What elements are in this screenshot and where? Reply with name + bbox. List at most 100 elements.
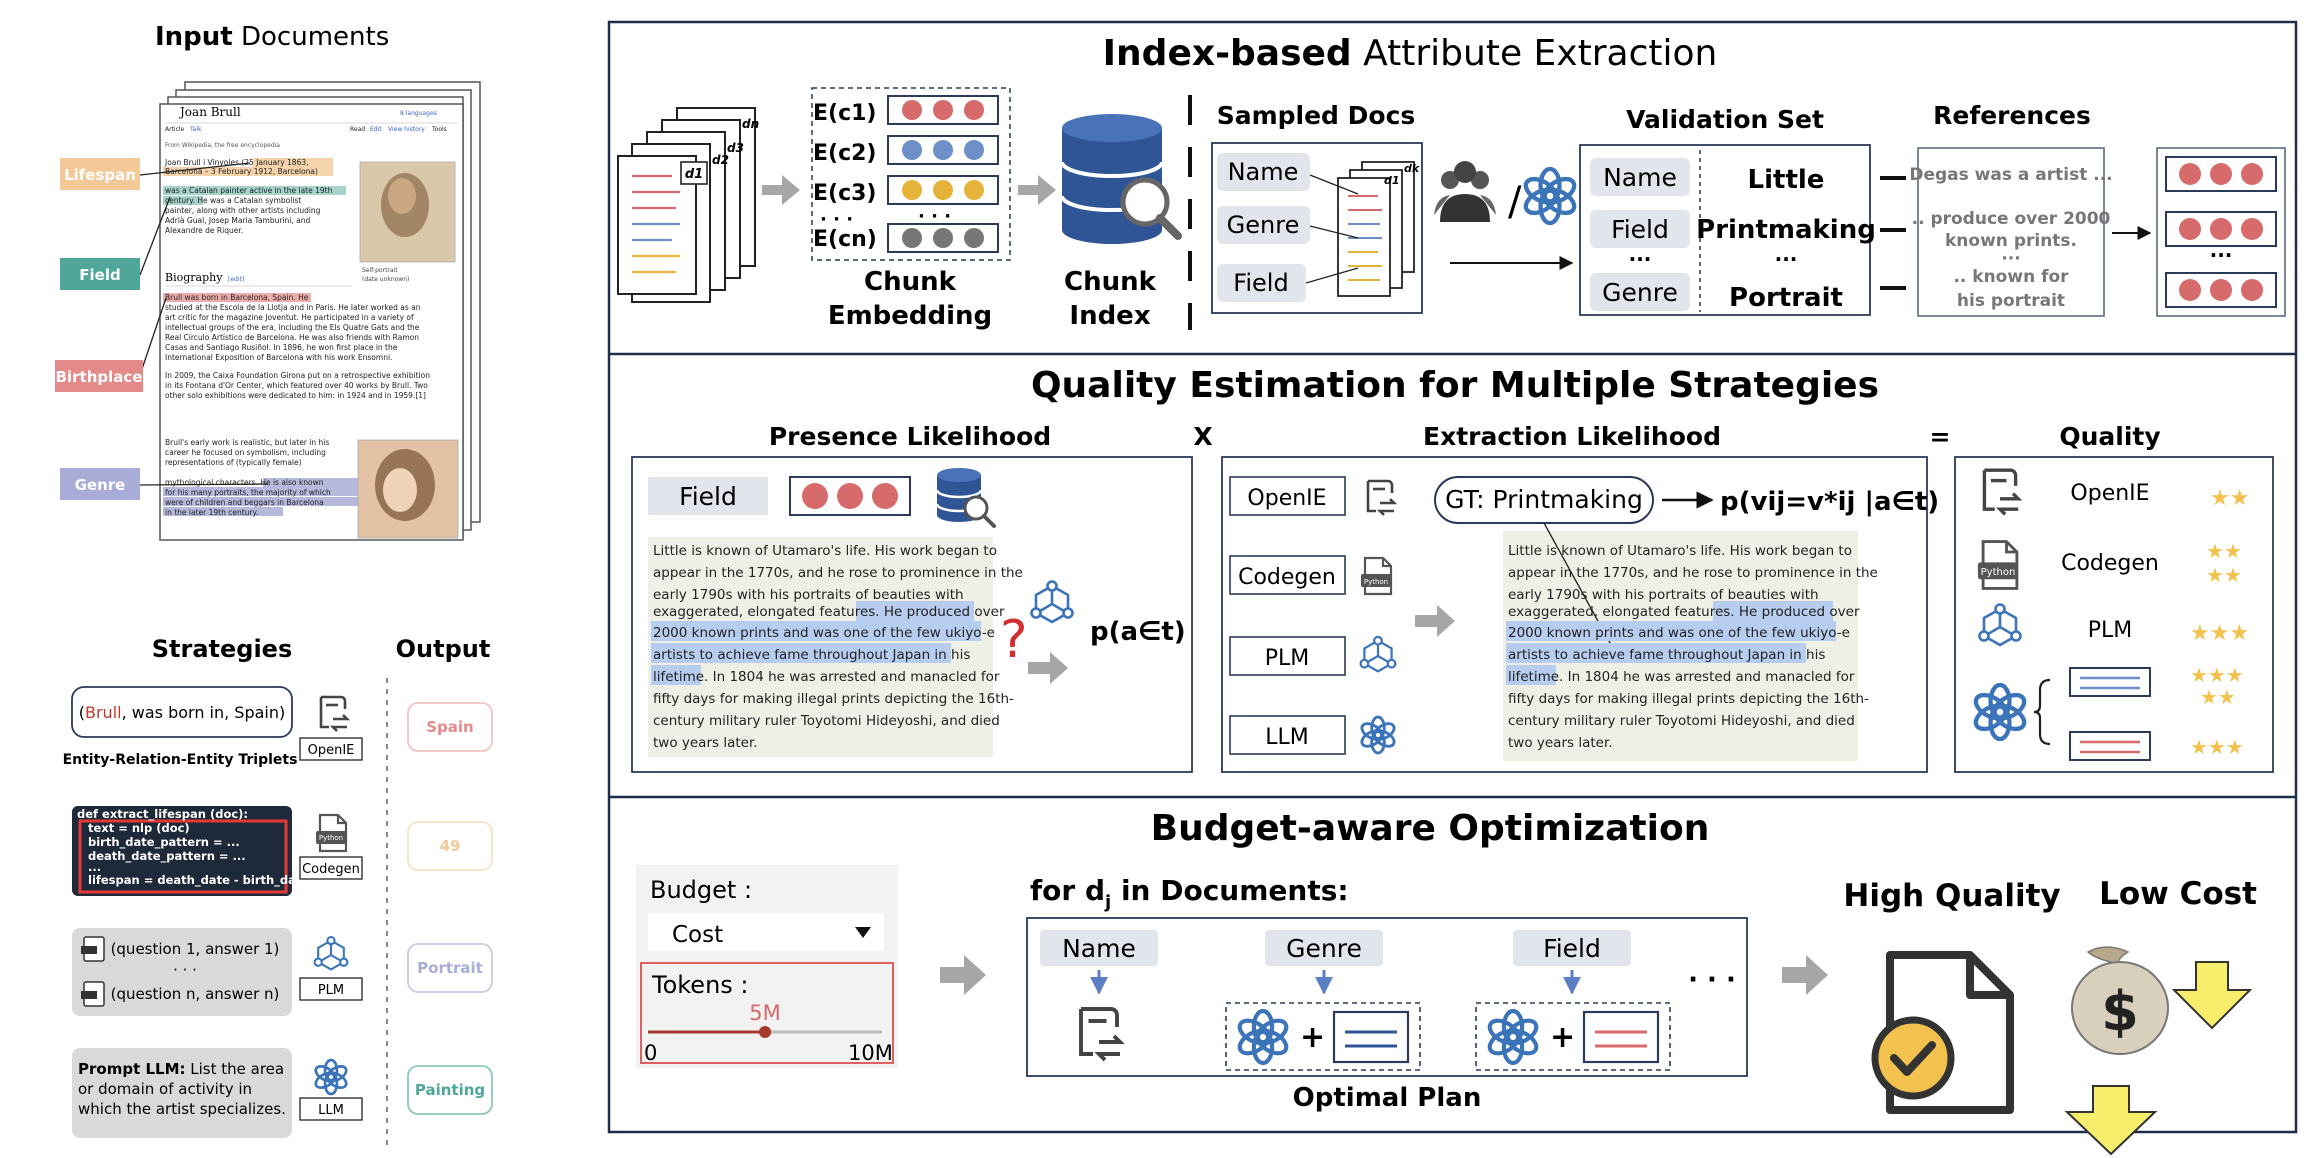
- arrow-gray: [1028, 652, 1068, 684]
- openai-icon: [1972, 685, 2028, 739]
- svg-text:GT: Printmaking: GT: Printmaking: [1445, 485, 1643, 514]
- svg-text:century military ruler Toyotom: century military ruler Toyotomi Hideyosh…: [653, 713, 1000, 729]
- strategy-openie: (Brull, was born in, Spain) Entity-Relat…: [63, 686, 493, 768]
- wiki-action-tools[interactable]: Tools: [431, 126, 447, 133]
- wiki-bio-line: career he focused on symbolism, includin…: [165, 448, 326, 457]
- wiki-languages[interactable]: 8 languages: [400, 110, 437, 117]
- chunk-index-label2: Index: [1069, 301, 1150, 331]
- svg-text:OpenIE: OpenIE: [1247, 486, 1326, 511]
- svg-text:Name: Name: [1228, 158, 1299, 186]
- python-icon: [1976, 540, 2019, 590]
- svg-text:Field: Field: [1233, 269, 1288, 297]
- arrow-gray: [1415, 605, 1455, 637]
- svg-text:Genre: Genre: [1602, 278, 1678, 307]
- triplet-caption: Entity-Relation-Entity Triplets: [63, 752, 298, 768]
- sampled-doc-stack: d1 dk: [1337, 161, 1420, 297]
- svg-text:Little: Little: [1748, 165, 1825, 195]
- wiki-action-history[interactable]: View history: [388, 126, 425, 133]
- plan-dots: · · ·: [1688, 965, 1736, 995]
- wiki-section-biography: Biography: [165, 271, 223, 284]
- wiki-section-edit[interactable]: [edit]: [228, 276, 244, 283]
- question-mark: ?: [1000, 610, 1028, 670]
- svg-text:2000 known prints and was one: 2000 known prints and was one of the few…: [653, 625, 995, 641]
- tokens-box: [640, 962, 894, 1064]
- svg-text:Field: Field: [1611, 215, 1669, 244]
- people-icon: [1454, 161, 1476, 183]
- validation-attributes: Name Field ··· Genre: [1590, 158, 1690, 311]
- equals-symbol: =: [1930, 422, 1951, 451]
- openai-icon: [1236, 1011, 1290, 1063]
- svg-text:Little is known of Utamaro's l: Little is known of Utamaro's life. His w…: [1508, 543, 1852, 559]
- references-title: References: [1933, 101, 2091, 130]
- times-symbol: X: [1193, 422, 1212, 451]
- tag-codegen: Codegen: [302, 862, 360, 877]
- openai-icon: [1522, 169, 1578, 223]
- stars: ★★★: [2190, 663, 2244, 687]
- svg-text:dn: dn: [742, 117, 759, 131]
- sampled-docs-title: Sampled Docs: [1217, 101, 1416, 130]
- money-bag-icon: $: [2064, 946, 2253, 1156]
- triplet-text: (Brull, was born in, Spain): [79, 703, 286, 722]
- svg-text:Name: Name: [1603, 163, 1677, 192]
- budget-select[interactable]: [648, 913, 884, 951]
- label-birthplace: [55, 360, 143, 392]
- svg-text:Python: Python: [319, 834, 343, 842]
- quality-estimation-title: Quality Estimation for Multiple Strategi…: [1031, 365, 1879, 406]
- strategies-title: Strategies: [152, 635, 293, 663]
- svg-text:E(cn): E(cn): [813, 227, 877, 252]
- svg-text:Python: Python: [1364, 578, 1388, 586]
- presence-formula: p(a∈t): [1090, 617, 1186, 647]
- slider-handle[interactable]: [759, 1026, 771, 1038]
- wiki-action-edit[interactable]: Edit: [370, 126, 382, 133]
- presence-box: [631, 456, 1193, 773]
- plm-q1: (question 1, answer 1): [111, 940, 280, 958]
- output-portrait: Portrait: [417, 959, 483, 977]
- quality-rows: OpenIE ★★ Python Codegen ★★ ★★ PLM ★★★ ★…: [1972, 468, 2249, 761]
- wiki-tab-talk[interactable]: Talk: [189, 126, 202, 133]
- svg-text:artists to achieve fame throug: artists to achieve fame throughout Japan…: [1508, 647, 1825, 663]
- svg-text:· · ·: · · ·: [918, 206, 951, 227]
- svg-text:Name: Name: [1062, 934, 1136, 963]
- plan-name: Name: [1040, 930, 1158, 1062]
- chunk-embedding-label: Chunk: [864, 267, 957, 297]
- field-tag: [648, 477, 768, 515]
- svg-text:+: +: [1550, 1020, 1575, 1055]
- svg-text:early 1790s with his portraits: early 1790s with his portraits of beauti…: [653, 587, 964, 603]
- plan-field: Field +: [1475, 930, 1671, 1071]
- wiki-bio-line: intellectual groups of the era, includin…: [165, 323, 420, 332]
- wiki-line: Barcelona – 3 February 1912, Barcelona): [165, 167, 318, 176]
- portrait-caption-date: (date unknown): [362, 276, 409, 283]
- wiki-bio-line: art critic for the magazine Joventut. He…: [165, 313, 414, 322]
- wiki-tab-article[interactable]: Article: [165, 126, 185, 133]
- wiki-action-read[interactable]: Read: [350, 126, 365, 133]
- svg-text:d2: d2: [712, 153, 729, 167]
- output-painting: Painting: [415, 1081, 485, 1099]
- validation-values: Little Printmaking ··· Portrait: [1696, 165, 1876, 313]
- svg-text:Field: Field: [79, 266, 120, 284]
- budget-label: Budget :: [650, 876, 752, 904]
- label-lifespan: [60, 158, 140, 190]
- plm-qn: (question n, answer n): [111, 985, 280, 1003]
- wiki-bio-line: for his many portraits, the majority of …: [165, 488, 331, 497]
- stars: ★★★: [2190, 735, 2244, 759]
- strategy-plm: (question 1, answer 1) · · · (question n…: [72, 928, 493, 1016]
- chunk-index-database: [1060, 114, 1182, 244]
- plm-icon: [1978, 603, 2022, 647]
- svg-text:···: ···: [1629, 247, 1652, 271]
- openie-icon: [1079, 1007, 1122, 1062]
- wiki-bio-line: Casas and Santiago Rusiñol. In 1896, he …: [165, 343, 398, 352]
- svg-text:.. produce over 2000: .. produce over 2000: [1912, 209, 2111, 229]
- svg-text:Portrait: Portrait: [1729, 283, 1843, 313]
- plan-box: [1026, 917, 1748, 1077]
- input-documents-title: Input Documents: [155, 22, 389, 52]
- wiki-content: Joan Brull 8 languages Article Talk Read…: [163, 105, 459, 539]
- python-icon: [314, 813, 348, 853]
- link-dashes: [1880, 176, 1906, 290]
- svg-text:2000 known prints and was one: 2000 known prints and was one of the few…: [1508, 625, 1850, 641]
- svg-text:Printmaking: Printmaking: [1696, 215, 1876, 245]
- embedding-vectors: · · ·: [887, 95, 999, 253]
- svg-text:appear in the 1770s, and he ro: appear in the 1770s, and he rose to prom…: [1508, 565, 1878, 581]
- python-icon: [1359, 556, 1393, 596]
- code-line: text = nlp (doc): [88, 821, 190, 835]
